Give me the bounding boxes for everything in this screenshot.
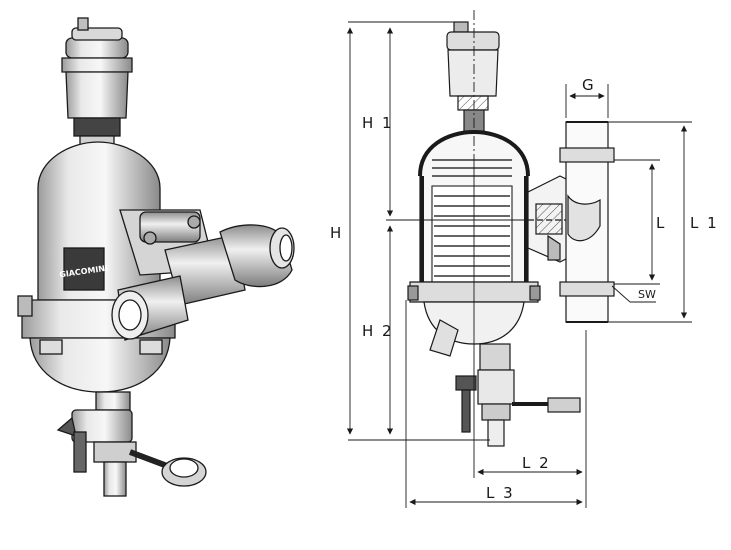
label-H2: H 2 <box>362 322 394 340</box>
label-H1: H 1 <box>362 114 394 132</box>
dimension-labels: H H 1 H 2 G L L 1 SW L 2 L 3 <box>330 76 719 502</box>
side-connection <box>111 209 295 341</box>
label-G: G <box>582 76 596 94</box>
section-side-connection <box>527 121 615 323</box>
mesh-lines <box>434 195 510 277</box>
label-SW: SW <box>638 288 656 301</box>
label-L3: L 3 <box>486 484 515 502</box>
label-H: H <box>330 224 343 242</box>
label-L1: L 1 <box>690 214 719 232</box>
perspective-view: GIACOMINI <box>17 17 295 497</box>
air-vent <box>61 17 133 149</box>
section-view <box>407 21 615 447</box>
section-body <box>407 129 581 447</box>
drain-valve <box>56 391 207 497</box>
logo-plate: GIACOMINI <box>59 247 109 291</box>
section-air-vent <box>446 21 500 133</box>
label-L: L <box>656 214 666 232</box>
inner-cartridge-top <box>432 159 512 177</box>
label-L2: L 2 <box>522 454 551 472</box>
dimension-lines <box>346 10 692 508</box>
